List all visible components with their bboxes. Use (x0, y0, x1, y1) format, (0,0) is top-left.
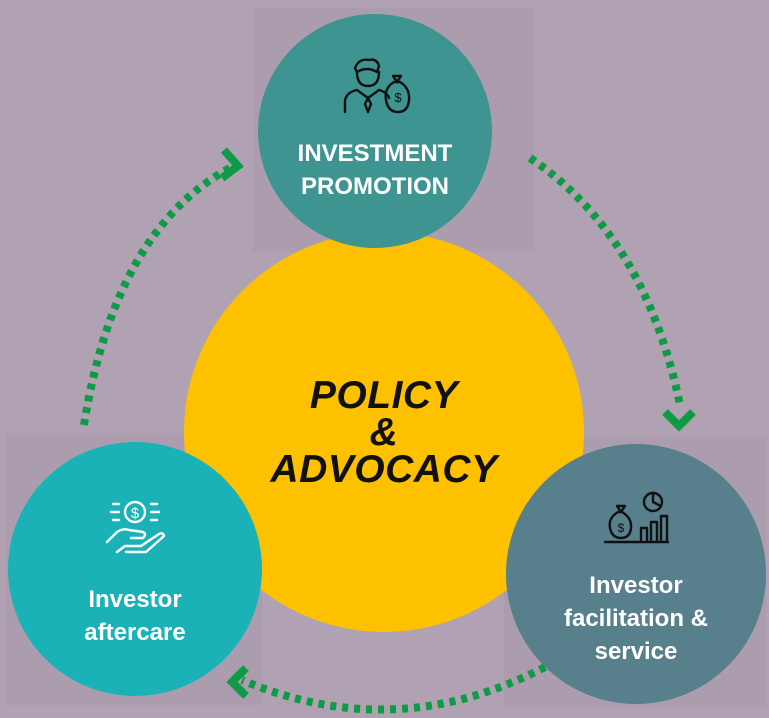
arrowhead-top (219, 147, 244, 182)
svg-text:$: $ (618, 521, 625, 535)
arrowhead-bottom (226, 665, 249, 699)
hand-coin-icon: $ (103, 496, 167, 561)
arrow-left-to-top (80, 164, 232, 426)
investor-money-bag-icon: $ (339, 54, 411, 119)
center-title-line: & (369, 410, 399, 454)
arrowhead-right (662, 409, 696, 432)
investor-facilitation-circle: $ Investor facilitation & service (506, 444, 766, 704)
investment-promotion-circle: $ INVESTMENT PROMOTION (258, 14, 492, 248)
label-line: aftercare (84, 618, 186, 646)
center-title-line: ADVOCACY (270, 447, 498, 491)
investor-aftercare-label: Investor aftercare (84, 583, 185, 649)
investor-aftercare-circle: $ Investor aftercare (8, 442, 262, 696)
label-line: PROMOTION (301, 172, 449, 200)
investor-facilitation-label: Investor facilitation & service (564, 569, 708, 668)
label-line: Investor (589, 572, 683, 599)
label-line: Investor (88, 585, 182, 613)
label-line: service (594, 638, 678, 665)
svg-text:$: $ (394, 90, 402, 105)
arrow-top-to-right (527, 154, 684, 406)
center-title: POLICY & ADVOCACY (270, 373, 498, 491)
money-growth-chart-icon: $ (603, 490, 671, 551)
arrow-right-to-left (240, 663, 547, 714)
center-title-line: POLICY (309, 373, 459, 417)
investment-promotion-label: INVESTMENT PROMOTION (298, 137, 453, 203)
label-line: facilitation & (563, 605, 708, 632)
svg-text:$: $ (131, 505, 140, 522)
label-line: INVESTMENT (297, 139, 453, 167)
